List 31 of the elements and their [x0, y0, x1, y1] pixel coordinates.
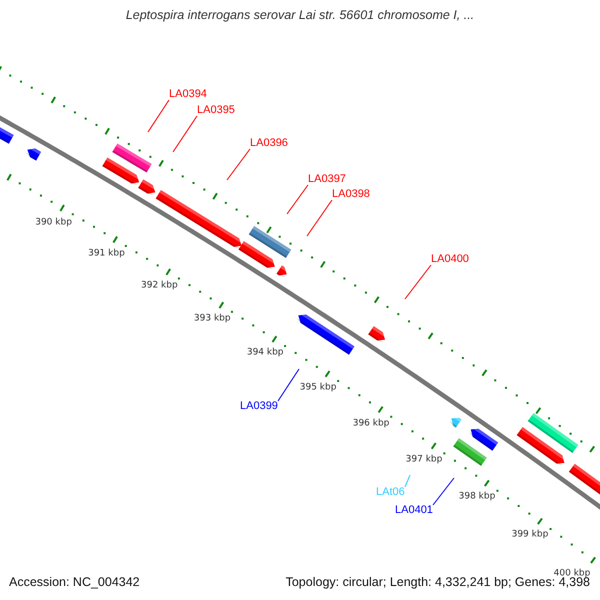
leader-line	[172, 116, 198, 152]
scale-label: 396 kbp	[352, 418, 390, 430]
leader-line	[404, 264, 432, 300]
scale-label: 394 kbp	[246, 348, 284, 359]
leader-line	[226, 148, 250, 180]
leader-line	[432, 478, 454, 506]
gene-label: LA0395	[197, 104, 235, 117]
scale-label: 397 kbp	[406, 454, 442, 466]
title: Leptospira interrogans serovar Lai str. 56601 chromosome I, ...	[124, 8, 476, 22]
gene-label: LA0394	[169, 88, 207, 101]
gene-label: LA0396	[250, 137, 288, 150]
leader-line	[404, 474, 410, 488]
scale-label: 392 kbp	[141, 280, 178, 292]
scale-label: 390 kbp	[35, 217, 72, 228]
gene-label: LA0398	[332, 188, 370, 201]
leader-line	[148, 100, 170, 132]
gene-label: LA0400	[431, 253, 469, 266]
gene-label: LA0401	[395, 504, 433, 517]
scale-label: 395 kbp	[300, 382, 336, 394]
leader-line	[306, 200, 332, 236]
scale-label: 399 kbp	[512, 530, 548, 541]
scale-label: 398 kbp	[458, 492, 496, 503]
gene-label: LAt06	[376, 486, 405, 499]
scale-label: 393 kbp	[194, 314, 231, 325]
scale-label: 391 kbp	[88, 248, 125, 260]
scale-label: 400 kbp	[554, 568, 590, 578]
accession-text: Accession: NC_004342	[9, 575, 140, 590]
leader-line	[286, 184, 308, 214]
leader-line	[278, 368, 300, 402]
gene-label: LA0399	[240, 400, 278, 413]
gene-label: LA0397	[308, 173, 346, 186]
